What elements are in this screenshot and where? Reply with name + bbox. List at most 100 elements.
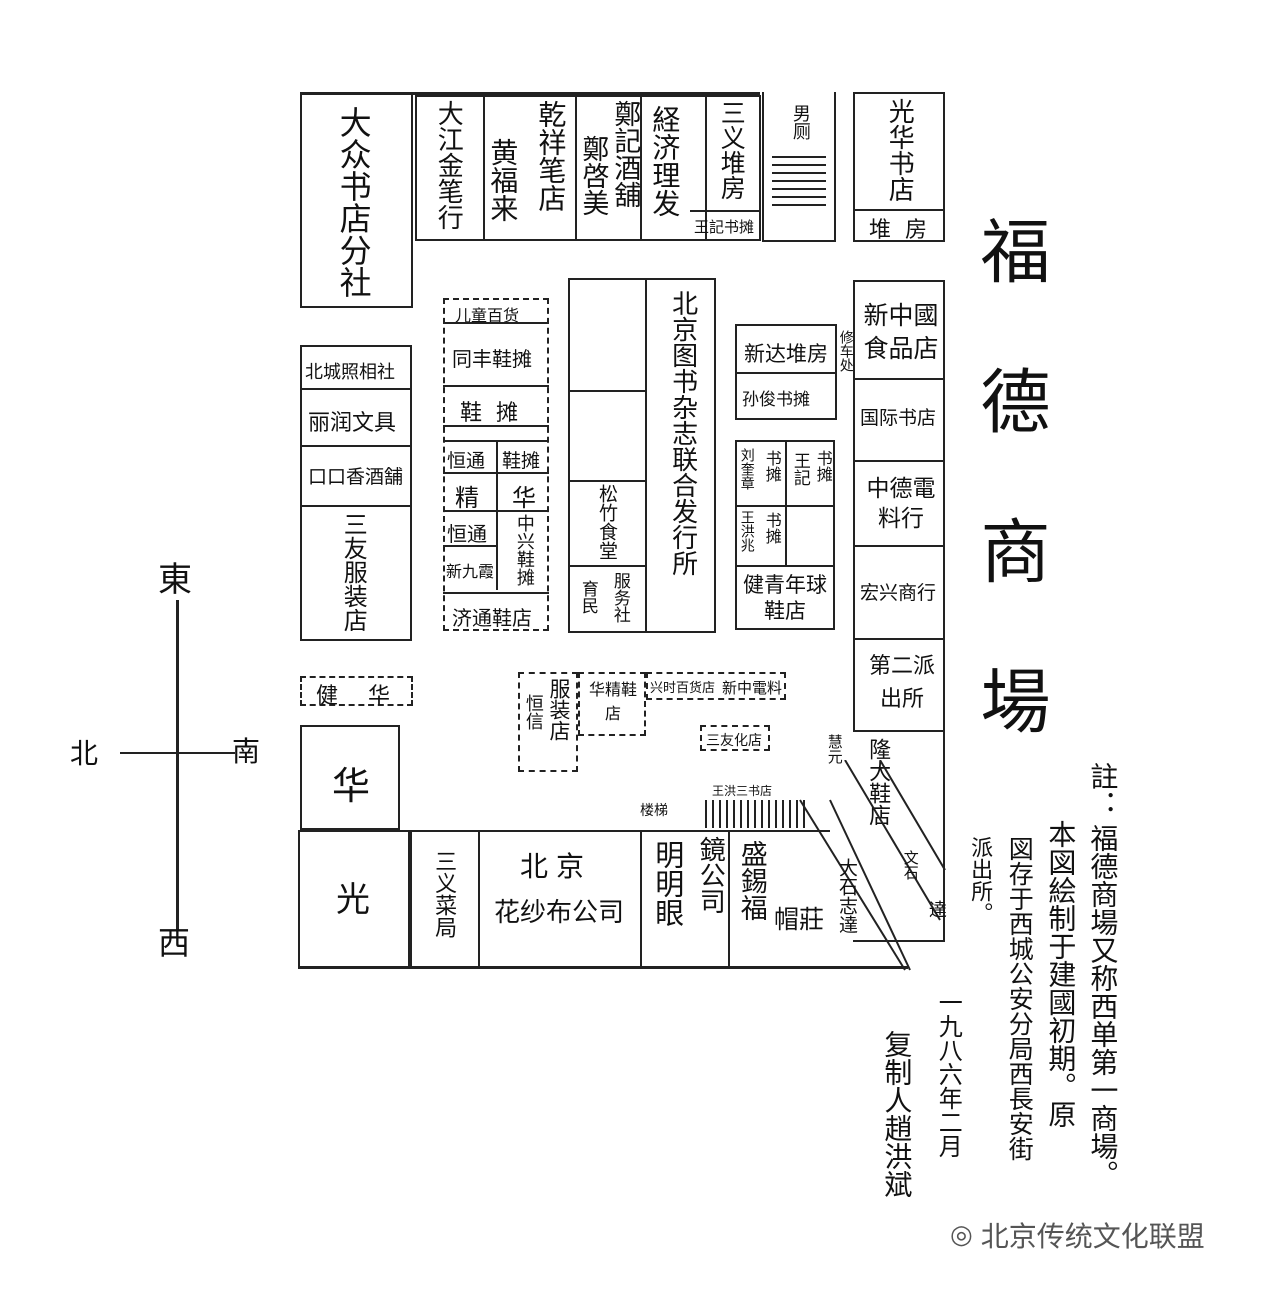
top-row-block: [415, 95, 761, 241]
diagonal-corridor: [799, 760, 946, 971]
shop-label: 光华书店: [884, 98, 915, 202]
note-copier: 复制人趙洪斌: [880, 1030, 914, 1198]
watermark: ◎ 北京传统文化联盟: [950, 1215, 1205, 1255]
outer-top-wall: [300, 92, 760, 95]
shop-hua: 华: [300, 725, 400, 830]
stall-liukuizhang: 刘奎章: [738, 448, 755, 490]
shop-dajiang: 大江金笔行: [433, 100, 464, 230]
divider: [853, 378, 945, 380]
shop-jing: 精: [455, 484, 479, 512]
shop-zhongde: 中德電料行: [866, 476, 936, 532]
shop-fuwushe: 服务社: [609, 572, 630, 623]
shop-longda-label: 隆大鞋店: [865, 738, 891, 826]
toilet: 男厕: [762, 92, 836, 242]
shop-sanyi-caiju: 三义菜局: [431, 850, 457, 938]
compass-horizontal-line: [120, 752, 235, 754]
shop-label: 大众书店分社: [334, 106, 373, 298]
shop-xingshi-xinzhong: 兴时百货店 新中電料: [646, 672, 786, 700]
shop-huiyuan: 慧元: [825, 734, 844, 764]
shop-ertong: 儿童百货: [455, 306, 520, 325]
shop-hengxin-label: 恒信: [522, 694, 544, 730]
shop-xinjiuxia: 新九霞: [446, 562, 495, 581]
divider: [785, 440, 787, 565]
outer-bottom-wall: [298, 966, 908, 969]
shop-maozhuang: 帽莊: [774, 905, 825, 934]
shop-zhengji: 鄭記酒舖: [609, 100, 641, 208]
shop-beijing-tushu: 北京图书杂志联合发行所: [667, 290, 698, 576]
shop-hengtong-2: 恒通: [447, 522, 487, 546]
shop-hengxin: 恒信 服装店: [518, 672, 578, 772]
shop-label: 健华: [316, 684, 421, 709]
compass-south: 南: [232, 735, 261, 768]
shop-beijing-label: 北京: [520, 850, 593, 883]
shop-qianxiang: 乾祥笔店: [534, 100, 568, 212]
shop-hongxing: 宏兴商行: [860, 582, 937, 604]
divider: [853, 545, 945, 547]
stall-xie: 鞋摊: [460, 401, 533, 426]
left-column: [300, 345, 412, 641]
divider: [568, 480, 645, 482]
divider: [410, 830, 412, 968]
divider: [300, 445, 412, 447]
divider: [640, 95, 642, 241]
storage-label: 堆房: [869, 218, 942, 243]
watermark-text: 北京传统文化联盟: [980, 1220, 1205, 1253]
shop-lirun: 丽润文具: [308, 411, 397, 436]
shop-beicheng: 北城照相社: [305, 362, 395, 383]
divider: [705, 95, 707, 241]
police-station: 第二派出所: [853, 640, 945, 732]
shop-wangsan: 王洪三书店: [712, 784, 773, 798]
shop-zhengqimei: 鄭啓美: [577, 135, 609, 216]
divider: [443, 322, 549, 324]
stall-wanghongzhao: 王洪兆: [738, 510, 755, 552]
shop-fuzhuang-label: 服装店: [547, 678, 572, 741]
shop-jing-gongsi: 鏡公司: [695, 836, 726, 914]
compass-west: 西: [158, 924, 191, 962]
shop-sanyou: 三友服装店: [339, 512, 368, 632]
divider: [443, 510, 549, 512]
toilet-label: 男厕: [789, 104, 811, 140]
shop-huajing: 华精鞋店: [578, 672, 646, 736]
shop-hengtong-1: 恒通: [447, 450, 486, 472]
shop-longda: [853, 730, 945, 942]
note-line: 福德商場又称西单第一商場。: [1086, 824, 1120, 1188]
note-line: 図存于西城公安分局西長安街: [1005, 836, 1035, 1161]
shop-guang: 光: [298, 830, 410, 969]
shop-sanyi-duifang: 三义堆房: [717, 100, 747, 200]
diag-label-3: 達: [925, 900, 947, 918]
shop-label: 华精鞋店: [588, 680, 637, 723]
shop-label: 华: [332, 764, 371, 808]
divider: [735, 565, 835, 567]
divider: [443, 545, 496, 547]
shop-xingshi: 兴时百货店: [650, 681, 716, 696]
note-line: 本図絵制于建國初期。原: [1044, 820, 1078, 1128]
divider: [496, 440, 498, 590]
shop-sanyou-hua: 三友化店: [700, 725, 770, 751]
police-label: 第二派出所: [868, 654, 935, 712]
stall-wangji: 王記: [789, 452, 810, 486]
divider: [645, 278, 647, 633]
divider: [855, 209, 943, 211]
center-block: [568, 278, 716, 633]
shop-label: 三友化店: [706, 733, 762, 749]
shop-koukouxiang: 口口香酒舗: [308, 466, 404, 488]
shop-huangfulai: 黄福来: [486, 138, 520, 222]
divider: [640, 830, 642, 968]
shop-xinzhongguo: 新中國食品店: [863, 301, 939, 363]
shop-label: 光: [336, 880, 370, 920]
shop-shengxifu: 盛錫福: [735, 840, 767, 921]
divider: [300, 388, 412, 390]
divider: [443, 385, 549, 387]
shop-huasha: 花纱布公司: [494, 898, 625, 928]
stairs-label: 楼梯: [640, 803, 668, 819]
compass-north: 北: [70, 737, 99, 770]
shop-jianqingnian: 健青年球鞋店: [743, 573, 827, 624]
stall-tongfeng: 同丰鞋摊: [452, 347, 532, 371]
shop-dazhong: 大众书店分社: [300, 92, 413, 308]
shop-guoji: 国际书店: [860, 407, 937, 429]
second-column: [443, 298, 549, 631]
compass-east: 東: [158, 560, 192, 600]
stall-zhongxing: 中兴鞋摊: [513, 514, 535, 586]
wechat-icon: ◎: [950, 1220, 973, 1250]
divider: [300, 505, 412, 507]
